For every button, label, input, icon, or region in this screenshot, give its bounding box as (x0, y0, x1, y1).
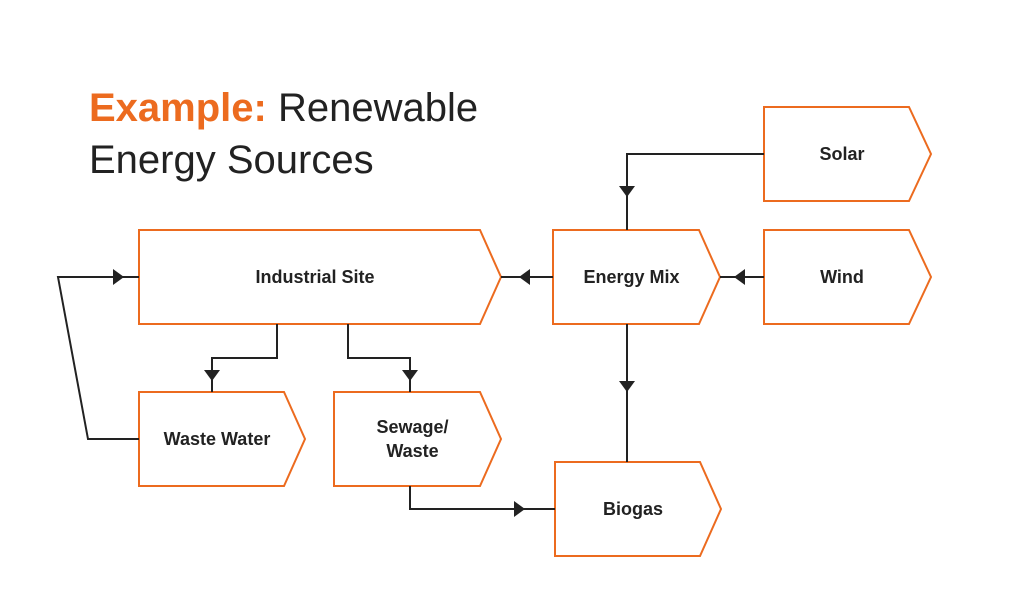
title-highlight: Example: (89, 86, 267, 130)
title-line-2: Energy Sources (89, 138, 374, 182)
arrowhead-energy-mix-left (519, 269, 530, 285)
node-wind-label: Wind (820, 267, 864, 287)
node-sewage-waste-shape (333, 391, 503, 487)
node-biogas-shape (554, 461, 723, 557)
connector-industrial-to-waste-water (211, 324, 278, 392)
arrowhead-sewage-to-biogas-right (514, 501, 525, 517)
diagram-title: Example: Renewable Energy Sources (89, 82, 478, 186)
arrowhead-solar-down (619, 186, 635, 197)
node-sewage-waste-label-line2: Waste (386, 441, 439, 461)
node-biogas-label: Biogas (602, 499, 663, 519)
title-line1-rest: Renewable (277, 86, 479, 130)
node-solar-label: Solar (819, 144, 865, 164)
node-industrial-site-shape (138, 229, 503, 325)
node-energy-mix-shape (552, 229, 722, 325)
node-waste-water-label: Waste Water (163, 429, 271, 449)
arrowhead-loop-right (113, 269, 124, 285)
node-solar-shape (763, 106, 933, 202)
connector-waste-water-loop (56, 276, 139, 440)
arrowhead-wind-left (734, 269, 745, 285)
node-industrial-site-label: Industrial Site (255, 267, 375, 287)
arrowhead-biogas-down (619, 381, 635, 392)
node-waste-water-shape (138, 391, 307, 487)
connector-industrial-to-sewage (347, 324, 411, 392)
node-energy-mix-label: Energy Mix (583, 267, 680, 287)
arrowhead-waste-water-down (204, 370, 220, 381)
node-sewage-waste-label-line1: Sewage/ (376, 417, 449, 437)
node-wind-shape (763, 229, 933, 325)
connector-sewage-to-biogas (409, 486, 555, 510)
node-sewage-waste-label: Sewage/ Waste (334, 392, 491, 486)
connector-solar-to-energy-mix (626, 153, 764, 230)
title-line-1: Example: Renewable (89, 82, 478, 134)
arrowhead-sewage-down (402, 370, 418, 381)
